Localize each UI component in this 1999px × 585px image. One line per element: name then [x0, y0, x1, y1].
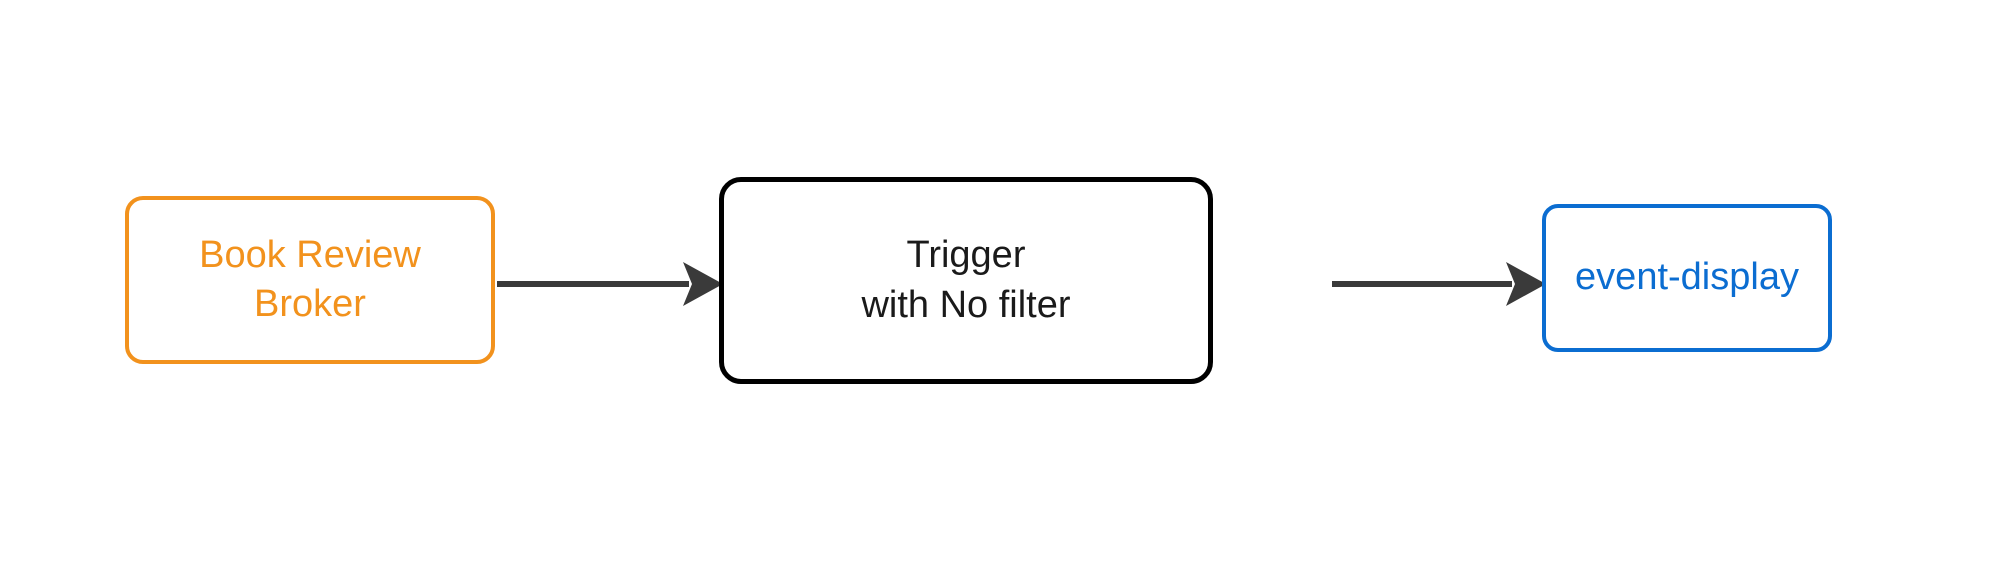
- edge-trigger-to-event-display: [1208, 258, 1548, 310]
- node-event-display[interactable]: event-display: [1542, 204, 1832, 352]
- node-broker-label-line-1: Book Review: [199, 233, 421, 276]
- edge-broker-to-trigger: [493, 258, 725, 310]
- node-trigger-with-no-filter[interactable]: Trigger with No filter: [719, 177, 1213, 384]
- arrow-right-icon: [497, 262, 723, 306]
- node-trigger-label-line-2: with No filter: [861, 283, 1071, 326]
- arrow-right-icon: [1332, 262, 1546, 306]
- node-trigger-label-line-1: Trigger: [906, 234, 1026, 277]
- node-book-review-broker[interactable]: Book Review Broker: [125, 196, 495, 364]
- node-event-display-label: event-display: [1575, 256, 1799, 299]
- node-broker-label-line-2: Broker: [254, 283, 366, 325]
